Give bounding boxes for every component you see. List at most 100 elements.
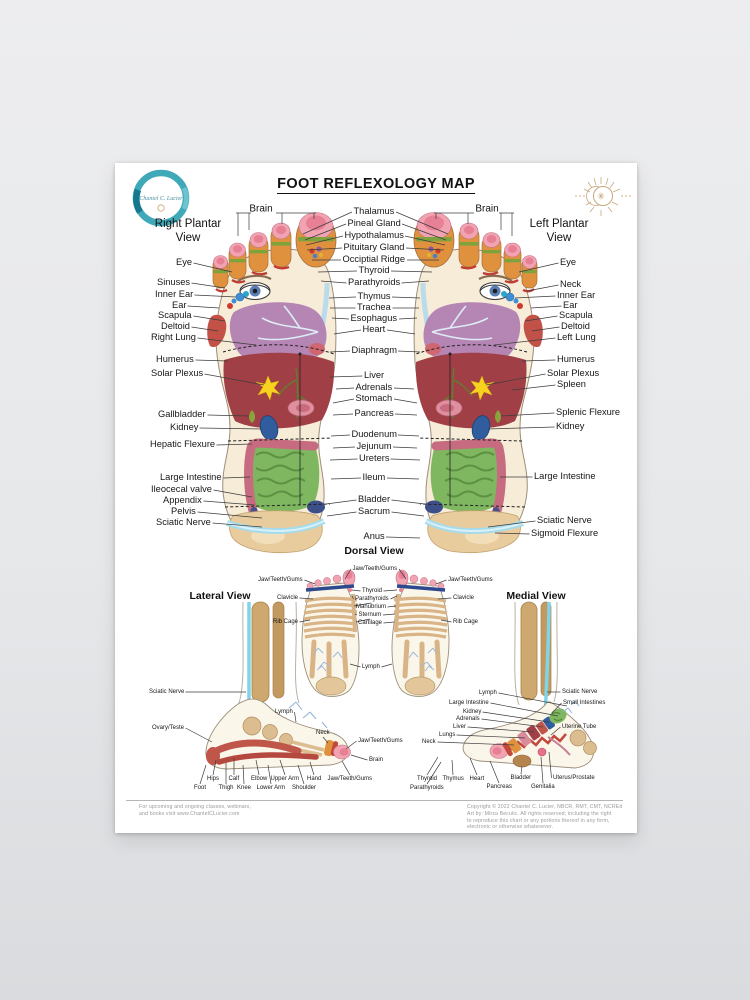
brain-label-left: Brain xyxy=(249,203,273,215)
reflex-label-pancreas: Pancreas xyxy=(486,784,512,790)
reflex-label-thymus: Thymus xyxy=(357,291,391,301)
reflex-label-thyroid: Thyroid xyxy=(358,265,390,275)
reflex-label-lower-arm: Lower Arm xyxy=(256,785,286,791)
reflex-label-jaw-teeth-gums: Jaw/Teeth/Gums xyxy=(448,577,493,583)
reflex-label-large-intestine: Large Intestine xyxy=(449,700,489,706)
reflex-label-sinuses: Sinuses xyxy=(157,277,191,287)
footer-left: For upcoming and ongoing classes, webina… xyxy=(139,804,251,818)
reflex-label-lungs: Lungs xyxy=(439,732,456,738)
footer-left-line2: and books visit www.ChantelCLucier.com xyxy=(139,810,240,817)
reflex-label-neck: Neck xyxy=(316,730,330,736)
reflex-label-pancreas: Pancreas xyxy=(354,408,394,418)
reflex-label-sciatic-nerve: Sciatic Nerve xyxy=(537,515,592,525)
left-plantar-line1: Left Plantar xyxy=(529,218,589,231)
reflex-label-sciatic-nerve: Sciatic Nerve xyxy=(149,689,185,695)
reflex-label-clavicle: Clavicle xyxy=(453,595,475,601)
lateral-view-heading: Lateral View xyxy=(189,590,251,602)
reflex-label-sciatic-nerve: Sciatic Nerve xyxy=(156,517,211,527)
reflex-label-right-lung: Right Lung xyxy=(151,332,196,342)
reflex-label-thalamus: Thalamus xyxy=(353,206,395,216)
reflex-label-lymph: Lymph xyxy=(362,664,380,670)
reflex-label-gallbladder: Gallbladder xyxy=(158,409,206,419)
reflex-label-genitalia: Genitalia xyxy=(531,784,555,790)
reflex-label-small-intestines: Small Intestines xyxy=(563,700,606,706)
reflex-label-hepatic-flexure: Hepatic Flexure xyxy=(150,439,216,449)
dorsal-view-heading: Dorsal View xyxy=(344,545,404,557)
reflex-label-anus: Anus xyxy=(363,531,385,541)
reflex-label-duodenum: Duodenum xyxy=(351,429,397,439)
reflex-label-humerus: Humerus xyxy=(156,354,194,364)
reflex-label-bladder: Bladder xyxy=(358,494,391,504)
reflex-label-jaw-teeth-gums: Jaw/Teeth/Gums xyxy=(352,566,398,572)
reflex-label-cartilage: Cartilage xyxy=(358,620,383,626)
reflex-label-ear: Ear xyxy=(172,300,187,310)
footer-copyright: Copyright © 2022 Chantel C. Lucier, NBCR… xyxy=(467,804,622,831)
reflex-label-esophagus: Esophagus xyxy=(350,313,398,323)
reflex-label-inner-ear: Inner Ear xyxy=(155,289,194,299)
reflex-label-uterine-tube: Uterine Tube xyxy=(562,724,597,730)
reflex-label-hips: Hips xyxy=(207,776,220,782)
reflex-label-rib-cage: Rib Cage xyxy=(453,619,479,625)
reflex-label-thyroid: Thyroid xyxy=(417,776,438,782)
reflex-label-parathyroids: Parathyroids xyxy=(410,785,444,791)
reflex-label-neck: Neck xyxy=(560,279,582,289)
reflex-label-knee: Knee xyxy=(237,785,252,791)
reflex-label-sciatic-nerve: Sciatic Nerve xyxy=(562,689,598,695)
reflex-label-parathyroids: Parathyroids xyxy=(355,596,389,602)
reflex-label-adrenals: Adrenals xyxy=(456,716,480,722)
reflex-label-calf: Calf xyxy=(228,776,240,782)
copyright-line2: Art by: Mirza Beculic. All rights reserv… xyxy=(467,810,612,817)
reflex-label-pelvis: Pelvis xyxy=(171,506,196,516)
reflex-label-thyroid: Thyroid xyxy=(362,588,383,594)
reflex-label-ovary-teste: Ovary/Teste xyxy=(152,725,185,731)
reflex-label-shoulder: Shoulder xyxy=(292,785,317,791)
reflex-label-large-intestine: Large Intestine xyxy=(160,472,222,482)
reflex-label-thigh: Thigh xyxy=(218,785,234,791)
reflex-label-splenic-flexure: Splenic Flexure xyxy=(556,407,621,417)
footer-left-line1: For upcoming and ongoing classes, webina… xyxy=(139,804,251,810)
reflex-label-jaw-teeth-gums: Jaw/Teeth/Gums xyxy=(258,577,303,583)
reflex-label-humerus: Humerus xyxy=(557,354,595,364)
left-plantar-line2: View xyxy=(546,232,572,244)
reflex-label-kidney: Kidney xyxy=(170,422,199,432)
reflex-label-scapula: Scapula xyxy=(158,310,192,320)
right-plantar-line1: Right Plantar xyxy=(154,218,222,231)
reflex-label-lymph: Lymph xyxy=(479,690,497,696)
reflex-label-jaw-teeth-gums: Jaw/Teeth/Gums xyxy=(327,776,373,782)
reflex-label-heart: Heart xyxy=(362,324,386,334)
reflex-label-sacrum: Sacrum xyxy=(358,506,391,516)
reflex-label-eye: Eye xyxy=(560,257,577,267)
reflex-label-neck: Neck xyxy=(422,739,436,745)
reflex-label-ileum: Ileum xyxy=(362,472,386,482)
reflex-label-pineal-gland: Pineal Gland xyxy=(347,218,401,228)
reflex-label-parathyroids: Parathyroids xyxy=(348,277,401,287)
reflex-label-kidney: Kidney xyxy=(556,421,585,431)
reflex-label-heart: Heart xyxy=(469,776,485,782)
reflex-label-spleen: Spleen xyxy=(557,379,586,389)
reflex-label-sigmoid-flexure: Sigmoid Flexure xyxy=(531,528,599,538)
reflex-label-elbow: Elbow xyxy=(251,776,268,782)
reflex-label-manubrium: Manubrium xyxy=(356,604,387,610)
copyright-line4: electronic or otherwise whatsoever. xyxy=(467,824,554,831)
reflex-label-brain: Brain xyxy=(369,757,384,763)
reflex-label-occiptial-ridge: Occiptial Ridge xyxy=(342,254,406,264)
reflex-label-uterus-prostate: Uterus/Prostate xyxy=(553,775,595,781)
reflex-label-stomach: Stomach xyxy=(355,393,393,403)
reflex-label-left-lung: Left Lung xyxy=(557,332,596,342)
reflex-label-trachea: Trachea xyxy=(357,302,391,312)
reflex-label-adrenals: Adrenals xyxy=(355,382,393,392)
reflex-label-rib-cage: Rib Cage xyxy=(273,619,299,625)
reflex-label-liver: Liver xyxy=(453,724,467,730)
reflex-label-jejunum: Jejunum xyxy=(356,441,392,451)
reflex-label-inner-ear: Inner Ear xyxy=(557,290,596,300)
medial-view-heading: Medial View xyxy=(506,590,566,602)
copyright-line3: to reproduce this chart or any portions … xyxy=(467,817,610,824)
right-plantar-view-heading: Right Plantar View xyxy=(155,218,221,246)
reflex-label-sternum: Sternum xyxy=(358,612,382,618)
reflex-label-scapula: Scapula xyxy=(559,310,593,320)
reflex-label-thymus: Thymus xyxy=(442,776,464,782)
reflex-label-foot: Foot xyxy=(194,785,207,791)
footer-divider xyxy=(126,800,623,801)
reflex-label-pituitary-gland: Pituitary Gland xyxy=(343,242,405,252)
